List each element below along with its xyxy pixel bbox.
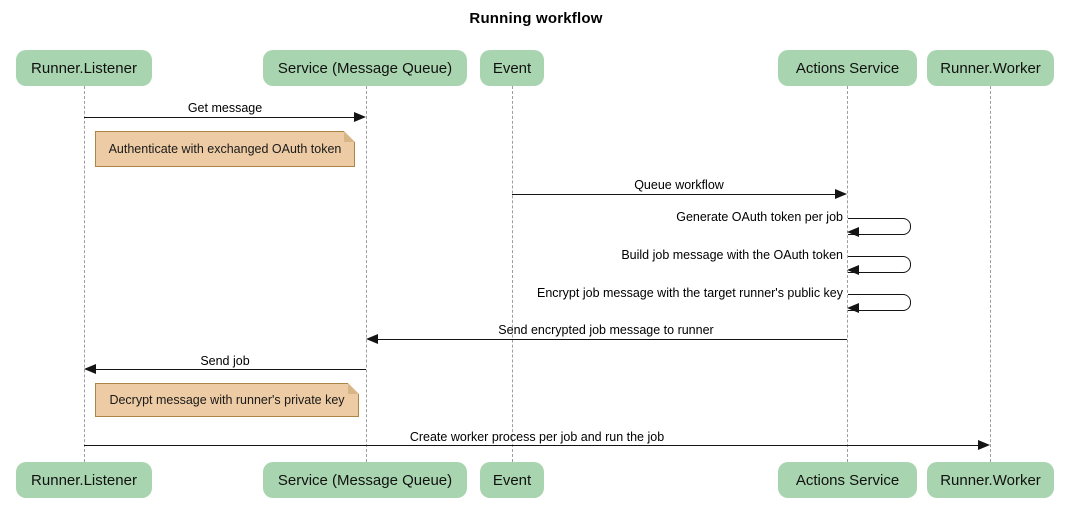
participant-event-bottom: Event — [480, 462, 544, 498]
lifeline-runner-listener — [84, 86, 85, 462]
arrowhead-right-icon — [354, 112, 366, 122]
participant-runner-worker-bottom: Runner.Worker — [927, 462, 1054, 498]
participant-event-top: Event — [480, 50, 544, 86]
note-authenticate: Authenticate with exchanged OAuth token — [95, 131, 355, 167]
participant-runner-listener-bottom: Runner.Listener — [16, 462, 152, 498]
self-loop-line — [848, 256, 911, 273]
message-label: Encrypt job message with the target runn… — [536, 286, 843, 300]
note-decrypt: Decrypt message with runner's private ke… — [95, 383, 359, 417]
arrowhead-left-icon — [366, 334, 378, 344]
participant-runner-worker-top: Runner.Worker — [927, 50, 1054, 86]
participant-service-message-queue-bottom: Service (Message Queue) — [263, 462, 467, 498]
participant-runner-listener-top: Runner.Listener — [16, 50, 152, 86]
message-label: Queue workflow — [634, 178, 724, 192]
message-label: Create worker process per job and run th… — [409, 430, 665, 444]
arrowhead-left-icon — [847, 265, 859, 275]
arrow-line — [377, 339, 847, 340]
message-label: Send job — [200, 354, 250, 368]
lifeline-service-message-queue — [366, 86, 367, 462]
lifeline-event — [512, 86, 513, 462]
participant-actions-service-bottom: Actions Service — [778, 462, 917, 498]
message-label: Get message — [187, 101, 263, 115]
arrow-line — [95, 369, 366, 370]
arrow-line — [84, 117, 356, 118]
arrow-line — [84, 445, 980, 446]
note-text: Decrypt message with runner's private ke… — [109, 393, 345, 407]
arrowhead-right-icon — [978, 440, 990, 450]
message-label: Build job message with the OAuth token — [621, 248, 843, 262]
message-label: Send encrypted job message to runner — [498, 323, 714, 337]
participant-actions-service-top: Actions Service — [778, 50, 917, 86]
participant-service-message-queue-top: Service (Message Queue) — [263, 50, 467, 86]
arrow-line — [512, 194, 837, 195]
arrowhead-left-icon — [847, 303, 859, 313]
note-text: Authenticate with exchanged OAuth token — [108, 142, 342, 156]
self-loop-line — [848, 218, 911, 235]
note-fold-corner-icon — [344, 131, 355, 142]
arrowhead-left-icon — [847, 227, 859, 237]
lifeline-runner-worker — [990, 86, 991, 462]
diagram-title: Running workflow — [469, 10, 603, 27]
message-label: Generate OAuth token per job — [676, 210, 843, 224]
arrowhead-left-icon — [84, 364, 96, 374]
note-fold-corner-icon — [348, 383, 359, 394]
self-loop-line — [848, 294, 911, 311]
arrowhead-right-icon — [835, 189, 847, 199]
